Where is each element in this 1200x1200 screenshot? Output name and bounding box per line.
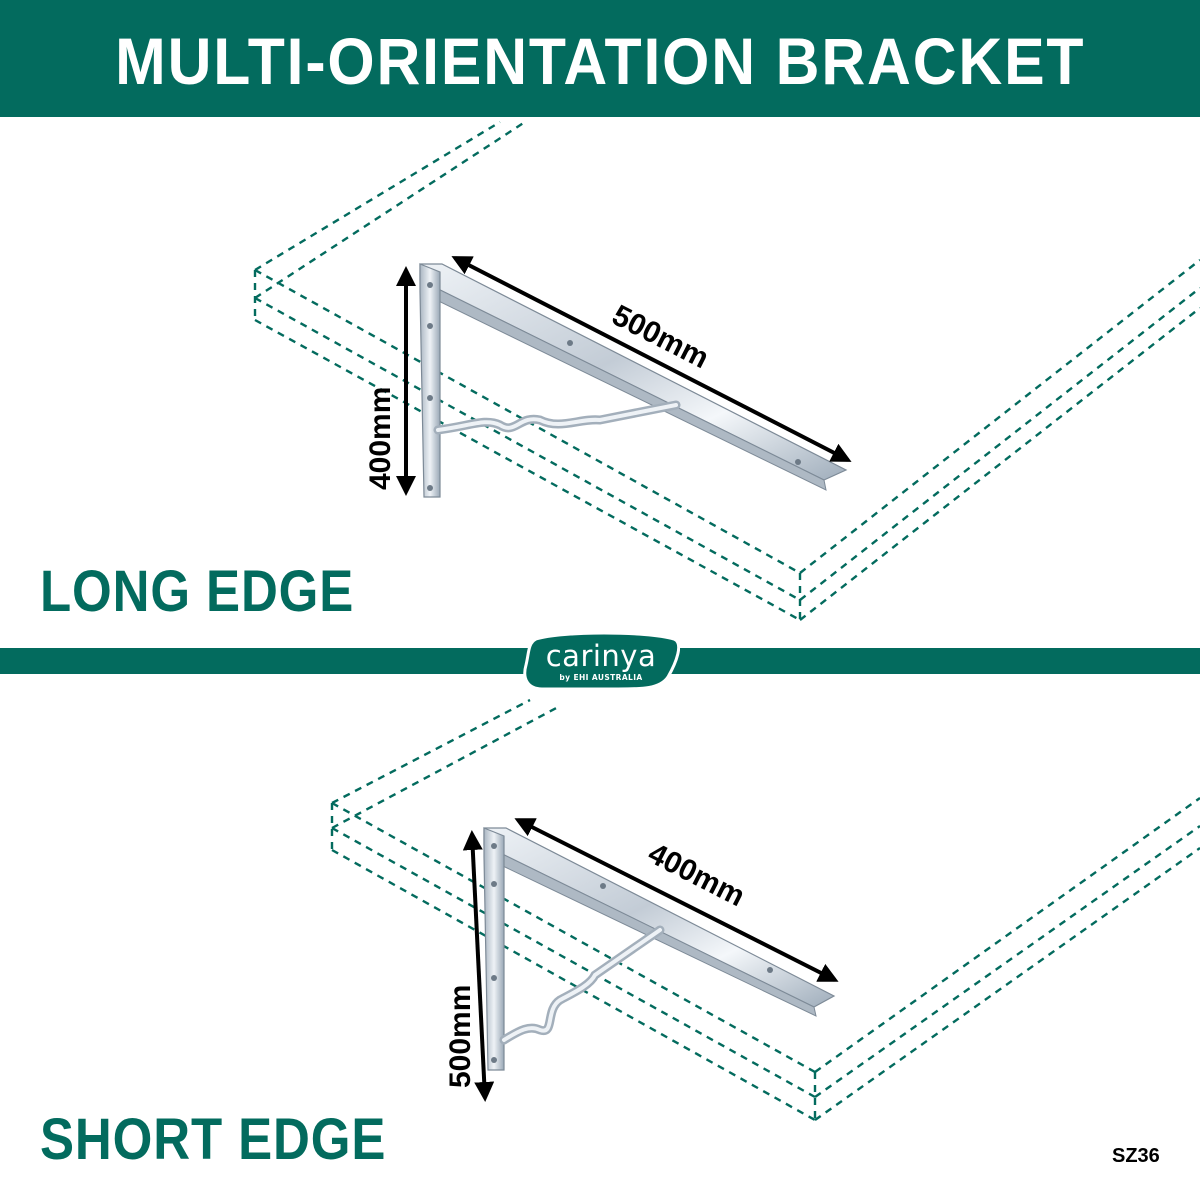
- short-edge-illustration: 400mm 500mm: [330, 698, 1200, 1122]
- sku-code: SZ36: [1112, 1145, 1160, 1167]
- long-horizontal-arrow: [451, 256, 852, 462]
- short-horizontal-dimension: 400mm: [643, 837, 750, 913]
- header-banner: MULTI-ORIENTATION BRACKET: [0, 0, 1200, 117]
- brand-logo: carinya by EHI AUSTRALIA: [522, 633, 680, 689]
- short-vertical-dimension: 500mm: [444, 985, 477, 1088]
- page-title: MULTI-ORIENTATION BRACKET: [114, 23, 1086, 98]
- brand-name: carinya: [545, 639, 657, 673]
- short-edge-label: SHORT EDGE: [40, 1107, 387, 1172]
- short-vertical-arrow: [462, 830, 495, 1102]
- long-bracket: [419, 263, 848, 498]
- long-edge-illustration: 500mm 400mm: [253, 120, 1200, 622]
- long-shelf-outline: [253, 120, 1200, 622]
- brand-tagline: by EHI AUSTRALIA: [559, 673, 643, 682]
- long-vertical-dimension: 400mm: [364, 387, 397, 490]
- short-dimension-arrows: [462, 818, 839, 1102]
- long-dimension-arrows: [396, 256, 852, 496]
- long-edge-label: LONG EDGE: [40, 559, 355, 624]
- logo-badge-shape: [523, 633, 680, 689]
- short-horizontal-arrow: [514, 818, 839, 982]
